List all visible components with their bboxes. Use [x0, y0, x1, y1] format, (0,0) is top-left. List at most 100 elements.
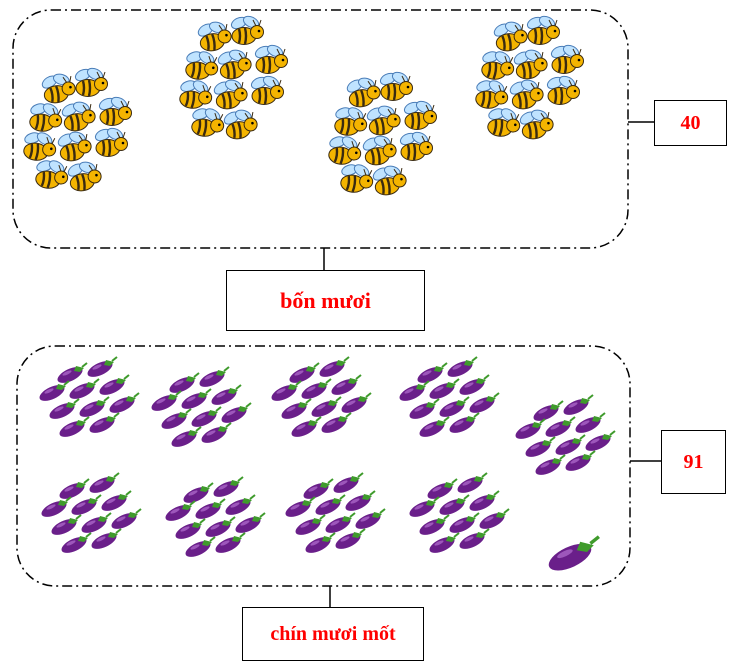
eggplant-icon [46, 398, 80, 424]
bee-icon [336, 158, 377, 197]
bee-icon [330, 101, 371, 140]
bee-count-number: 40 [680, 111, 701, 134]
eggplant-icon [543, 535, 601, 578]
eggplant-icon [522, 436, 556, 462]
eggplant-icon [308, 396, 342, 422]
eggplant-icon [68, 494, 102, 520]
eggplant-icon [48, 514, 82, 540]
bee-words-box: bốn mươi [226, 270, 425, 331]
eggplant-icon [352, 508, 386, 534]
eggplant-icon [222, 494, 256, 520]
bee-icon [175, 74, 216, 113]
bee-icon [248, 72, 285, 106]
bee-icon [471, 74, 512, 113]
bee-icon [37, 68, 78, 106]
eggplant-icon [88, 528, 122, 554]
eggplant-icon [78, 512, 112, 538]
bee-icon [228, 12, 265, 46]
eggplant-icon [232, 512, 266, 538]
eggplant-icon [542, 416, 576, 442]
bee-icon [57, 96, 98, 134]
eggplant-icon [436, 396, 470, 422]
bee-icon [92, 124, 129, 158]
eggplant-groups [36, 356, 616, 578]
bee-icon [219, 104, 260, 142]
eggplant-icon [168, 426, 202, 452]
eggplant-count-box: 91 [661, 430, 726, 494]
eggplant-icon [406, 496, 440, 522]
eggplant-icon [36, 380, 70, 406]
eggplant-icon [560, 394, 594, 420]
eggplant-icon [192, 498, 226, 524]
bee-icon [252, 41, 289, 75]
eggplant-icon [446, 412, 480, 438]
bee-icon [72, 64, 109, 98]
eggplant-icon [454, 472, 488, 498]
eggplant-icon [562, 450, 596, 476]
bee-icon [342, 72, 383, 110]
eggplant-icon [56, 478, 90, 504]
eggplant-icon [198, 422, 232, 448]
bee-panel-frame [12, 9, 629, 249]
eggplant-icon [436, 494, 470, 520]
eggplant-icon [182, 536, 216, 562]
eggplant-icon [444, 356, 478, 382]
eggplant-icon [218, 402, 252, 428]
bee-icon [362, 100, 403, 138]
eggplant-icon [426, 532, 460, 558]
eggplant-icon [396, 380, 430, 406]
eggplant-icon [456, 374, 490, 400]
eggplant-icon [328, 374, 362, 400]
eggplant-words-box: chín mươi mốt [242, 607, 424, 661]
eggplant-icon [312, 494, 346, 520]
bee-icon [324, 130, 365, 169]
eggplant-count-words: chín mươi mốt [270, 622, 396, 645]
bee-icon [19, 126, 60, 165]
bee-icon [31, 154, 72, 193]
eggplant-icon [406, 398, 440, 424]
eggplant-icon [476, 508, 510, 534]
eggplant-icon [86, 412, 120, 438]
bee-icon [548, 41, 585, 75]
bee-icon [358, 130, 399, 168]
eggplant-icon [210, 476, 244, 502]
eggplant-icon [530, 400, 564, 426]
eggplant-icon [298, 378, 332, 404]
bee-icon [181, 45, 222, 84]
bee-count-box: 40 [654, 100, 727, 146]
eggplant-icon [532, 454, 566, 480]
eggplant-icon [330, 472, 364, 498]
eggplant-icon [212, 532, 246, 558]
eggplant-icon [106, 392, 140, 418]
eggplant-icon [86, 472, 120, 498]
bee-icon [96, 93, 133, 127]
eggplant-icon [466, 392, 500, 418]
bee-icon [505, 74, 546, 112]
eggplant-icon [456, 528, 490, 554]
bee-icon [213, 44, 254, 82]
bee-icon [515, 104, 556, 142]
eggplant-icon [162, 500, 196, 526]
eggplant-icon [98, 490, 132, 516]
eggplant-icon [424, 478, 458, 504]
eggplant-icon [208, 384, 242, 410]
eggplant-icon [96, 374, 130, 400]
bee-icon [483, 102, 524, 141]
eggplant-icon [302, 532, 336, 558]
eggplant-icon [268, 380, 302, 406]
eggplant-icon [426, 378, 460, 404]
eggplant-icon [582, 430, 616, 456]
eggplant-icon [58, 532, 92, 558]
eggplant-icon [552, 434, 586, 460]
bee-icon [193, 16, 234, 54]
bee-icon [53, 126, 94, 164]
eggplant-icon [288, 416, 322, 442]
bee-icon [25, 97, 66, 136]
eggplant-icon [342, 490, 376, 516]
bee-icon [489, 16, 530, 54]
bee-icon [401, 97, 438, 131]
eggplant-icon [414, 362, 448, 388]
eggplant-icon [292, 514, 326, 540]
eggplant-icon [286, 362, 320, 388]
